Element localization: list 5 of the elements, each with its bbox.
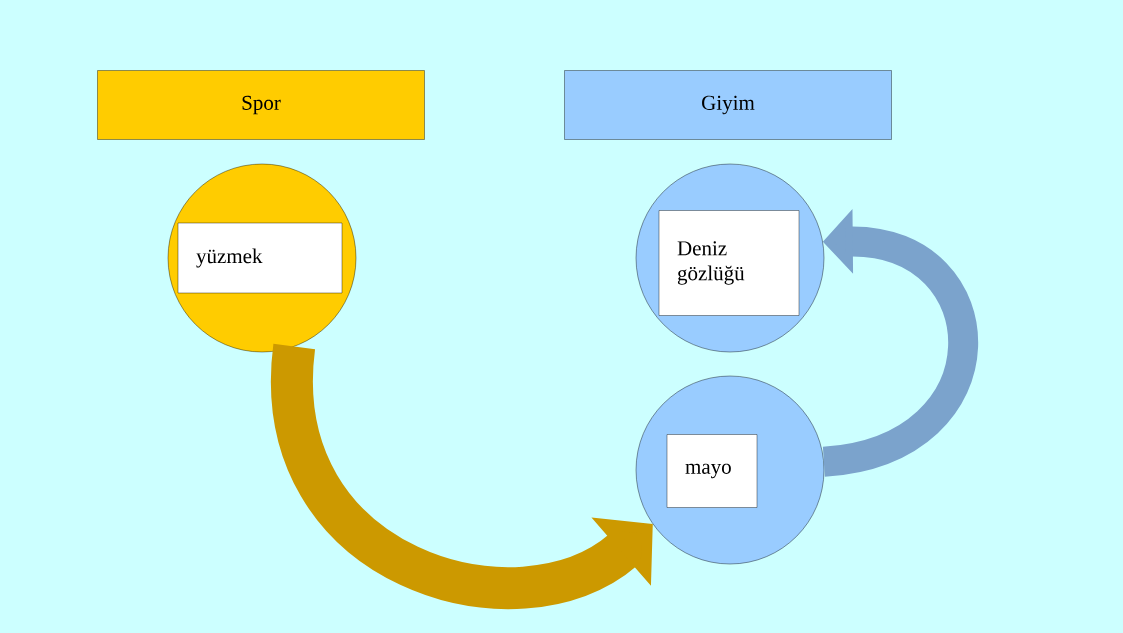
label-box: mayo <box>666 434 758 508</box>
heading-box: Spor <box>97 70 425 140</box>
label-box: yüzmek <box>177 222 343 294</box>
heading-box: Giyim <box>564 70 892 140</box>
label-box: Deniz gözlüğü <box>658 210 800 316</box>
